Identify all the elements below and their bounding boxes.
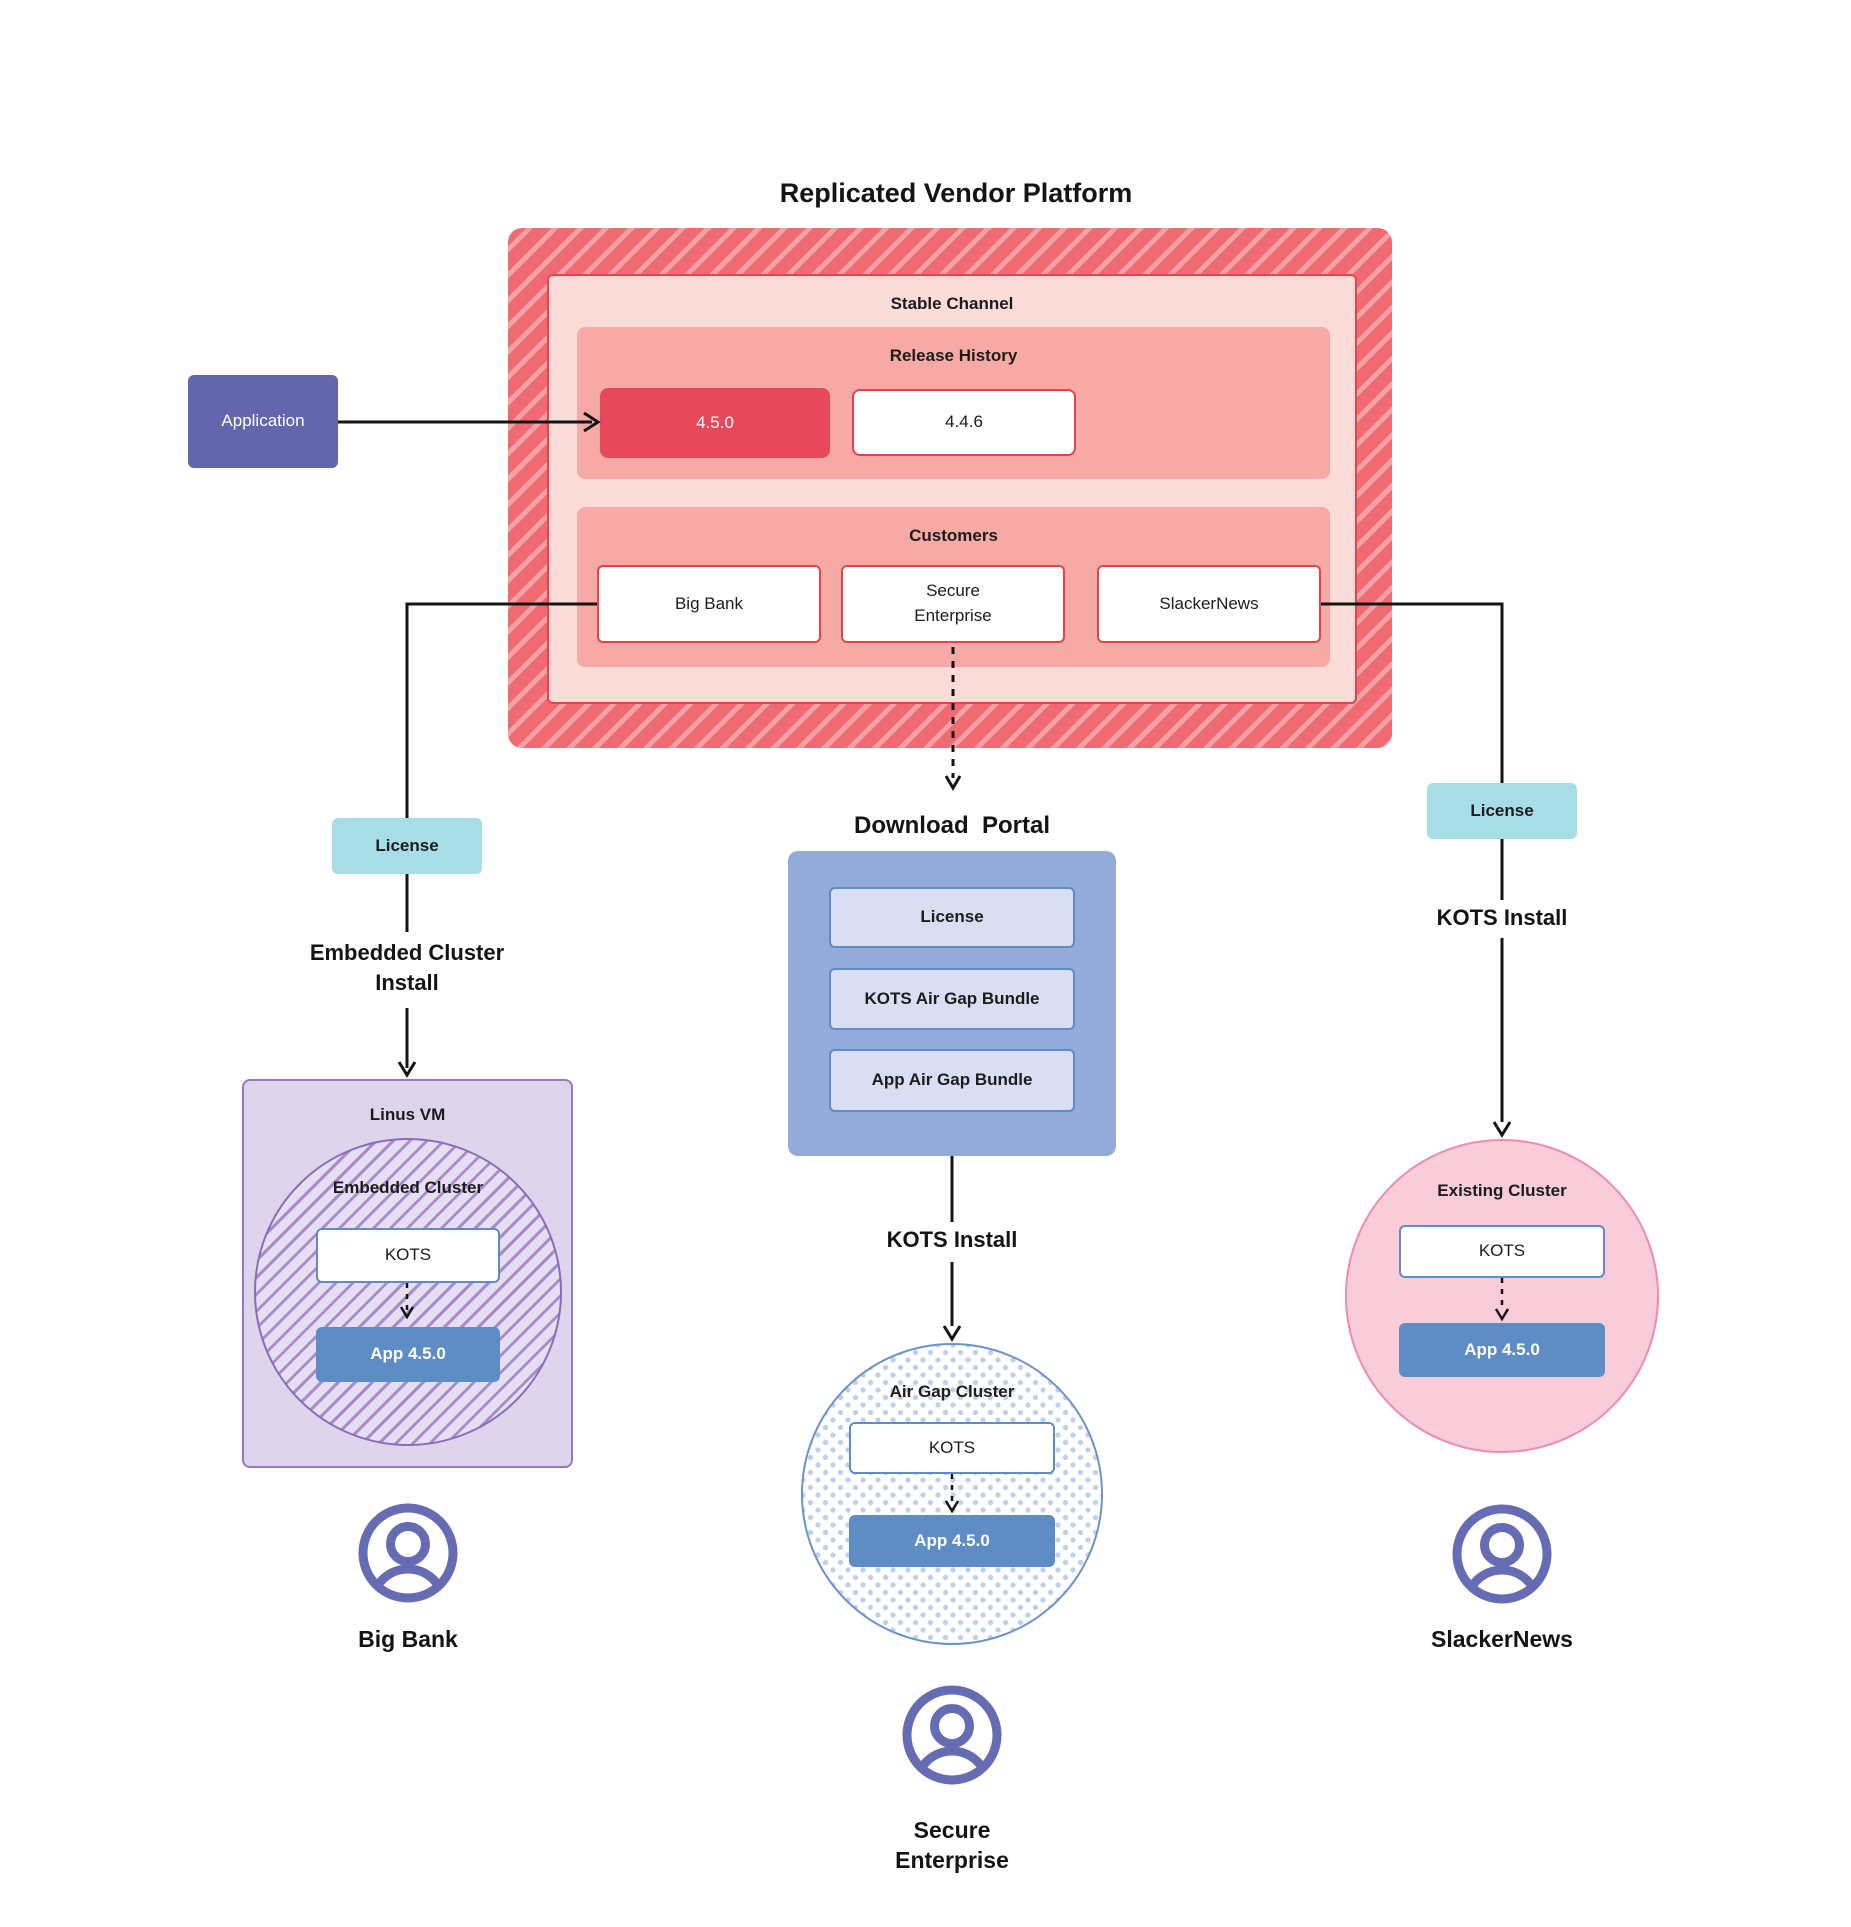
customer-slackernews: SlackerNews — [1097, 565, 1321, 643]
existing-cluster-circle: Existing Cluster — [1345, 1139, 1659, 1453]
portal-kots-bundle-box: KOTS Air Gap Bundle — [829, 968, 1075, 1030]
embedded-cluster-label: Embedded Cluster — [332, 1178, 484, 1197]
customer-big-bank: Big Bank — [597, 565, 821, 643]
middle-app-box: App 4.5.0 — [849, 1515, 1055, 1567]
left-kots-box: KOTS — [316, 1228, 500, 1283]
secure-enterprise-user-icon — [900, 1683, 1004, 1792]
middle-customer-label: Secure Enterprise — [895, 1817, 1009, 1873]
customer-secure-enterprise-label: Secure Enterprise — [914, 581, 992, 625]
left-customer-label: Big Bank — [358, 1626, 458, 1652]
page-title: Replicated Vendor Platform — [779, 178, 1133, 208]
right-app-box: App 4.5.0 — [1399, 1323, 1605, 1377]
left-license-box: License — [332, 818, 482, 874]
middle-install-label: KOTS Install — [886, 1227, 1018, 1252]
middle-install-arrow-head — [942, 1325, 962, 1342]
air-gap-cluster-label: Air Gap Cluster — [889, 1382, 1015, 1401]
left-install-label: Embedded Cluster Install — [309, 940, 505, 995]
big-bank-user-icon — [356, 1501, 460, 1610]
release-4-5-0: 4.5.0 — [600, 388, 830, 458]
linus-vm-label: Linus VM — [369, 1105, 446, 1124]
slackernews-user-icon — [1450, 1502, 1554, 1611]
application-box: Application — [188, 375, 338, 468]
download-portal-label: Download Portal — [853, 812, 1050, 839]
release-history-label: Release History — [889, 346, 1018, 365]
left-app-box: App 4.5.0 — [316, 1327, 500, 1382]
left-install-arrow-head — [397, 1061, 417, 1078]
right-license-box: License — [1427, 783, 1577, 839]
right-install-label: KOTS Install — [1436, 905, 1568, 930]
middle-kots-box: KOTS — [849, 1422, 1055, 1474]
right-kots-box: KOTS — [1399, 1225, 1605, 1278]
air-gap-cluster-circle: Air Gap Cluster — [801, 1343, 1103, 1645]
portal-app-bundle-box: App Air Gap Bundle — [829, 1049, 1075, 1112]
portal-license-box: License — [829, 887, 1075, 948]
existing-cluster-label: Existing Cluster — [1437, 1181, 1567, 1200]
customers-label: Customers — [909, 526, 998, 545]
right-install-arrow-head — [1492, 1121, 1512, 1138]
stable-channel-label: Stable Channel — [890, 294, 1014, 313]
customer-secure-enterprise: Secure Enterprise — [841, 565, 1065, 643]
secure-portal-arrow-head — [944, 775, 962, 791]
right-customer-label: SlackerNews — [1431, 1626, 1573, 1652]
release-4-4-6: 4.4.6 — [852, 389, 1076, 456]
embedded-cluster-circle: Embedded Cluster — [254, 1138, 562, 1446]
